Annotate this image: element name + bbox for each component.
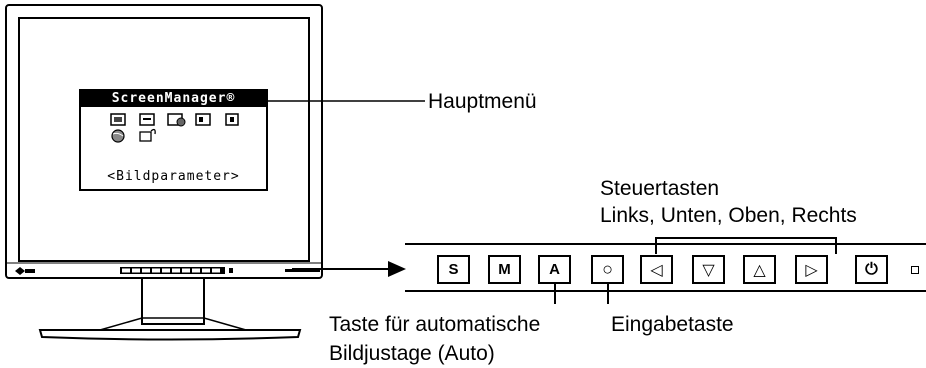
bezel-buttons <box>120 267 233 274</box>
monitor-icon <box>110 113 126 126</box>
info-icon <box>225 113 239 126</box>
s-button[interactable]: S <box>437 255 470 284</box>
right-button[interactable]: ▷ <box>795 255 828 284</box>
power-indicator <box>911 266 919 274</box>
control-keys-bracket <box>655 237 837 254</box>
auto-button[interactable]: A <box>538 255 571 284</box>
zoom-arrow <box>292 261 406 277</box>
button-panel <box>405 243 926 292</box>
osd-subtitle: <Bildparameter> <box>107 169 240 184</box>
down-button[interactable]: ▽ <box>692 255 725 284</box>
osd-title: ScreenManager® <box>81 91 266 107</box>
label-enter-key: Eingabetaste <box>611 313 734 336</box>
osd-icon-grid <box>110 113 239 143</box>
auto-enter-leaders <box>554 284 609 304</box>
size-icon <box>139 113 155 126</box>
enter-button[interactable]: ○ <box>591 255 624 284</box>
label-main-menu: Hauptmenü <box>428 90 537 113</box>
color-icon <box>167 113 186 127</box>
label-control-keys-directions: Links, Unten, Oben, Rechts <box>600 204 857 227</box>
globe-icon <box>111 129 125 143</box>
left-button[interactable]: ◁ <box>640 255 673 284</box>
label-auto-key-2: Bildjustage (Auto) <box>329 342 495 365</box>
osd-main-menu: ScreenManager® <Bildpara <box>79 89 268 191</box>
power-button[interactable]: ⏻ <box>855 255 888 284</box>
label-auto-key: Taste für automatische <box>329 313 541 336</box>
reset-icon <box>139 128 156 142</box>
main-menu-leader <box>268 100 425 102</box>
up-button[interactable]: △ <box>743 255 776 284</box>
m-button[interactable]: M <box>488 255 521 284</box>
display-icon <box>195 113 211 126</box>
label-control-keys: Steuertasten <box>600 177 720 200</box>
